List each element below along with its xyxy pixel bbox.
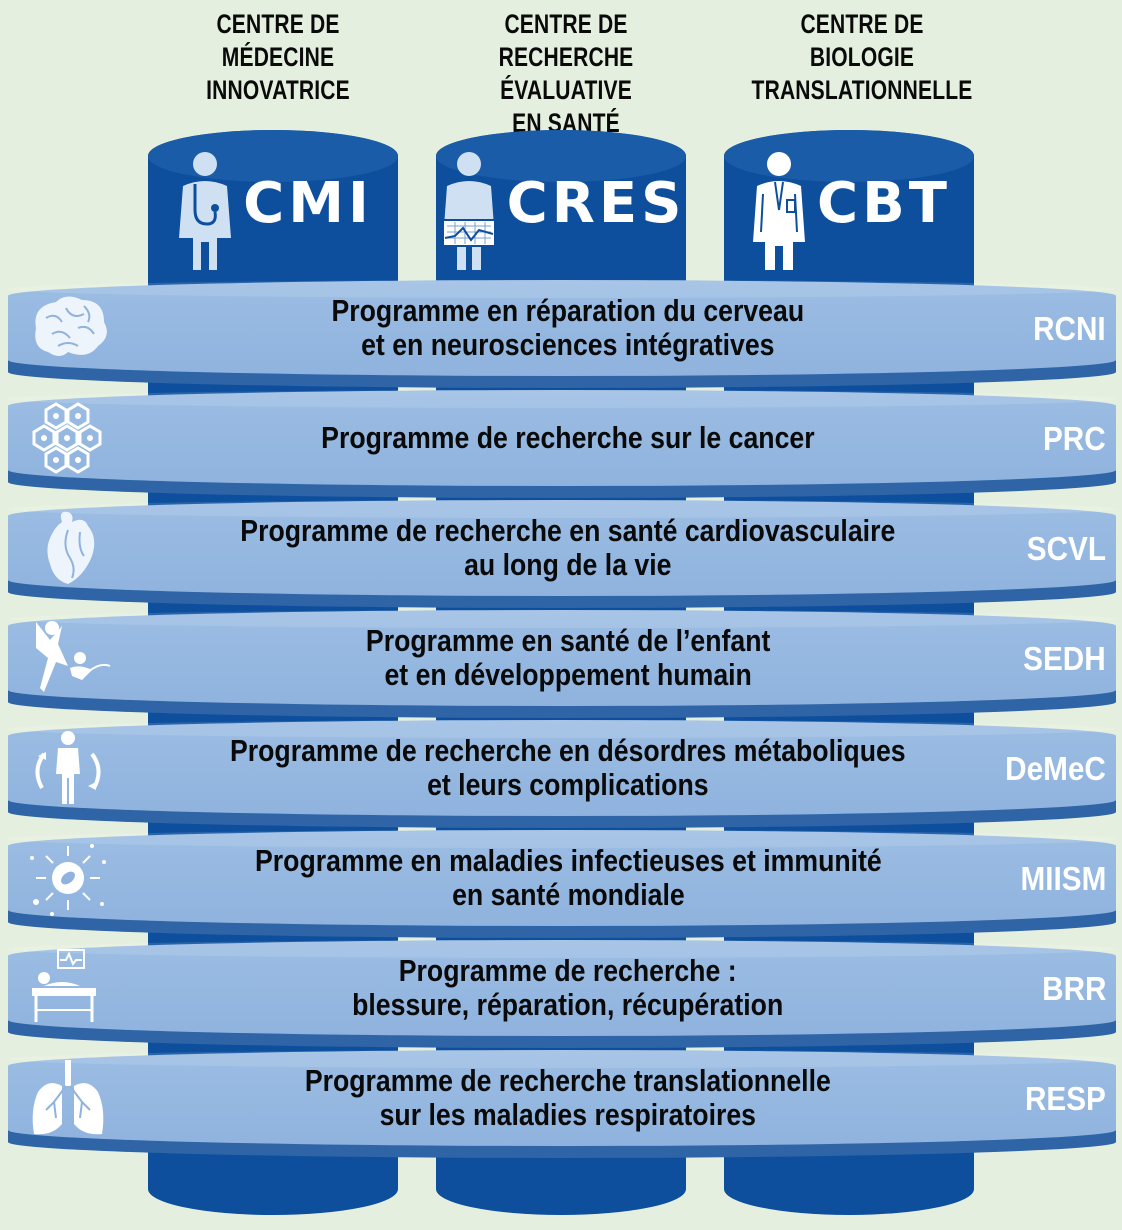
program-band-rcni: Programme en réparation du cerveau et en…	[8, 280, 1116, 388]
program-name-brr: Programme de recherche : blessure, répar…	[352, 953, 784, 1022]
program-name-resp: Programme de recherche translationnelle …	[305, 1063, 831, 1132]
program-abbr-brr: BRR	[1041, 970, 1106, 1007]
centre-title-cbt: CENTRE DE BIOLOGIE TRANSLATIONNELLE	[751, 9, 973, 105]
pillar-head-cmi: CMI	[148, 135, 398, 275]
program-abbr-demec: DeMeC	[1005, 750, 1106, 787]
doctor-stethoscope-icon	[179, 152, 232, 270]
brain-icon	[35, 296, 107, 356]
hospital-bed-icon	[32, 949, 96, 1022]
pillar-head-cres: CRES	[436, 135, 686, 275]
program-name-miism: Programme en maladies infectieuses et im…	[254, 843, 882, 912]
program-abbr-prc: PRC	[1043, 420, 1106, 457]
centre-abbr-cbt: CBT	[817, 170, 951, 236]
program-abbr-resp: RESP	[1025, 1080, 1106, 1117]
program-band-prc: Programme de recherche sur le cancer PRC	[8, 390, 1116, 498]
program-name-demec: Programme de recherche en désordres méta…	[230, 733, 906, 802]
program-name-sedh: Programme en santé de l’enfant et en dév…	[365, 623, 771, 692]
program-band-miism: Programme en maladies infectieuses et im…	[8, 830, 1116, 938]
program-name-rcni: Programme en réparation du cerveau et en…	[331, 293, 805, 362]
program-name-scvl: Programme de recherche en santé cardiova…	[240, 513, 896, 582]
program-band-brr: Programme de recherche : blessure, répar…	[8, 940, 1116, 1048]
heart-icon	[47, 511, 95, 584]
centre-abbr-cmi: CMI	[243, 170, 373, 236]
metabolism-person-icon	[35, 731, 101, 804]
program-abbr-rcni: RCNI	[1033, 310, 1106, 347]
program-band-sedh: Programme en santé de l’enfant et en dév…	[8, 610, 1116, 718]
centre-abbr-cres: CRES	[506, 170, 686, 236]
program-abbr-scvl: SCVL	[1026, 530, 1106, 567]
centre-title-cres: CENTRE DE RECHERCHE ÉVALUATIVE EN SANTÉ	[498, 9, 634, 138]
program-band-resp: Programme de recherche translationnelle …	[8, 1050, 1116, 1158]
child-development-icon	[36, 621, 111, 692]
program-band-scvl: Programme de recherche en santé cardiova…	[8, 500, 1116, 608]
program-band-demec: Programme de recherche en désordres méta…	[8, 720, 1116, 828]
program-abbr-sedh: SEDH	[1023, 640, 1106, 677]
lungs-icon	[32, 1060, 104, 1135]
program-abbr-miism: MIISM	[1020, 860, 1106, 897]
patient-chart-icon	[441, 152, 496, 270]
virus-icon	[30, 844, 106, 916]
program-name-prc: Programme de recherche sur le cancer	[321, 420, 815, 455]
pillar-head-cbt: CBT	[724, 135, 974, 275]
lab-coat-icon	[753, 152, 805, 270]
centre-title-cmi: CENTRE DE MÉDECINE INNOVATRICE	[206, 9, 350, 105]
cells-icon	[32, 402, 102, 474]
